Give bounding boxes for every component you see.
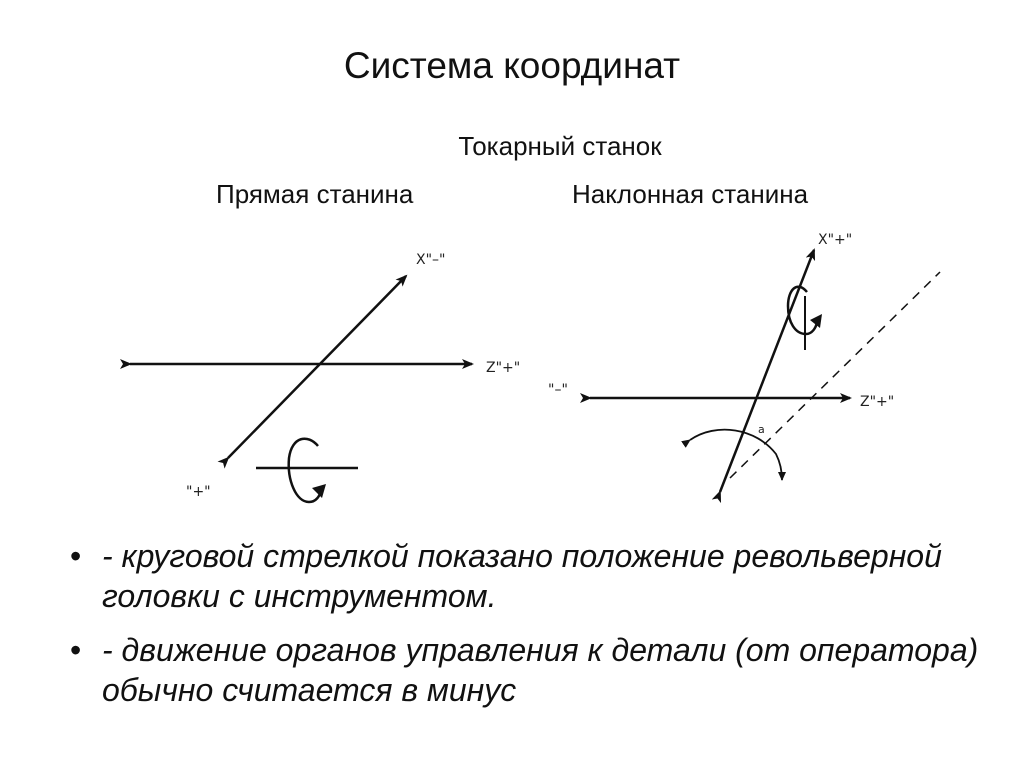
straight-bed-label: Прямая станина bbox=[216, 179, 414, 209]
z-axis-label: Z"+" bbox=[860, 394, 894, 410]
straight-bed-diagram: X"–" Z"+" "+" bbox=[120, 252, 520, 504]
slant-angle-arc-icon bbox=[681, 428, 786, 481]
x-axis-label: X"+" bbox=[818, 232, 852, 248]
bullet-item: • - круговой стрелкой показано положение… bbox=[70, 536, 1000, 616]
turret-rotation-arrow-icon bbox=[786, 285, 819, 336]
turret-rotation-arrowhead-icon bbox=[312, 484, 326, 498]
turret-rotation-arrowhead-icon bbox=[810, 314, 822, 328]
slant-bed-label: Наклонная станина bbox=[572, 179, 809, 209]
bullet-marker: • bbox=[70, 632, 82, 668]
slide-subtitle: Токарный станок bbox=[458, 131, 662, 161]
x-axis-line bbox=[217, 274, 408, 469]
bullet-marker: • bbox=[70, 538, 82, 574]
turret-rotation-arrow-icon bbox=[287, 437, 323, 504]
plus-direction-label: "+" bbox=[186, 484, 211, 500]
angle-label: a bbox=[758, 423, 765, 436]
slant-bed-diagram: X"+" Z"+" "–" a bbox=[548, 232, 941, 504]
slide-title: Система координат bbox=[343, 45, 681, 86]
x-axis-label: X"–" bbox=[416, 252, 445, 268]
bed-slope-dashed-line bbox=[729, 271, 941, 479]
bullet-item: • - движение органов управления к детали… bbox=[70, 630, 1000, 710]
bullet-list: • - круговой стрелкой показано положение… bbox=[70, 536, 1000, 724]
bullet-text: - круговой стрелкой показано положение р… bbox=[102, 538, 942, 614]
z-axis-label: Z"+" bbox=[486, 360, 520, 376]
bullet-text: - движение органов управления к детали (… bbox=[102, 632, 979, 708]
minus-direction-label: "–" bbox=[548, 382, 568, 398]
